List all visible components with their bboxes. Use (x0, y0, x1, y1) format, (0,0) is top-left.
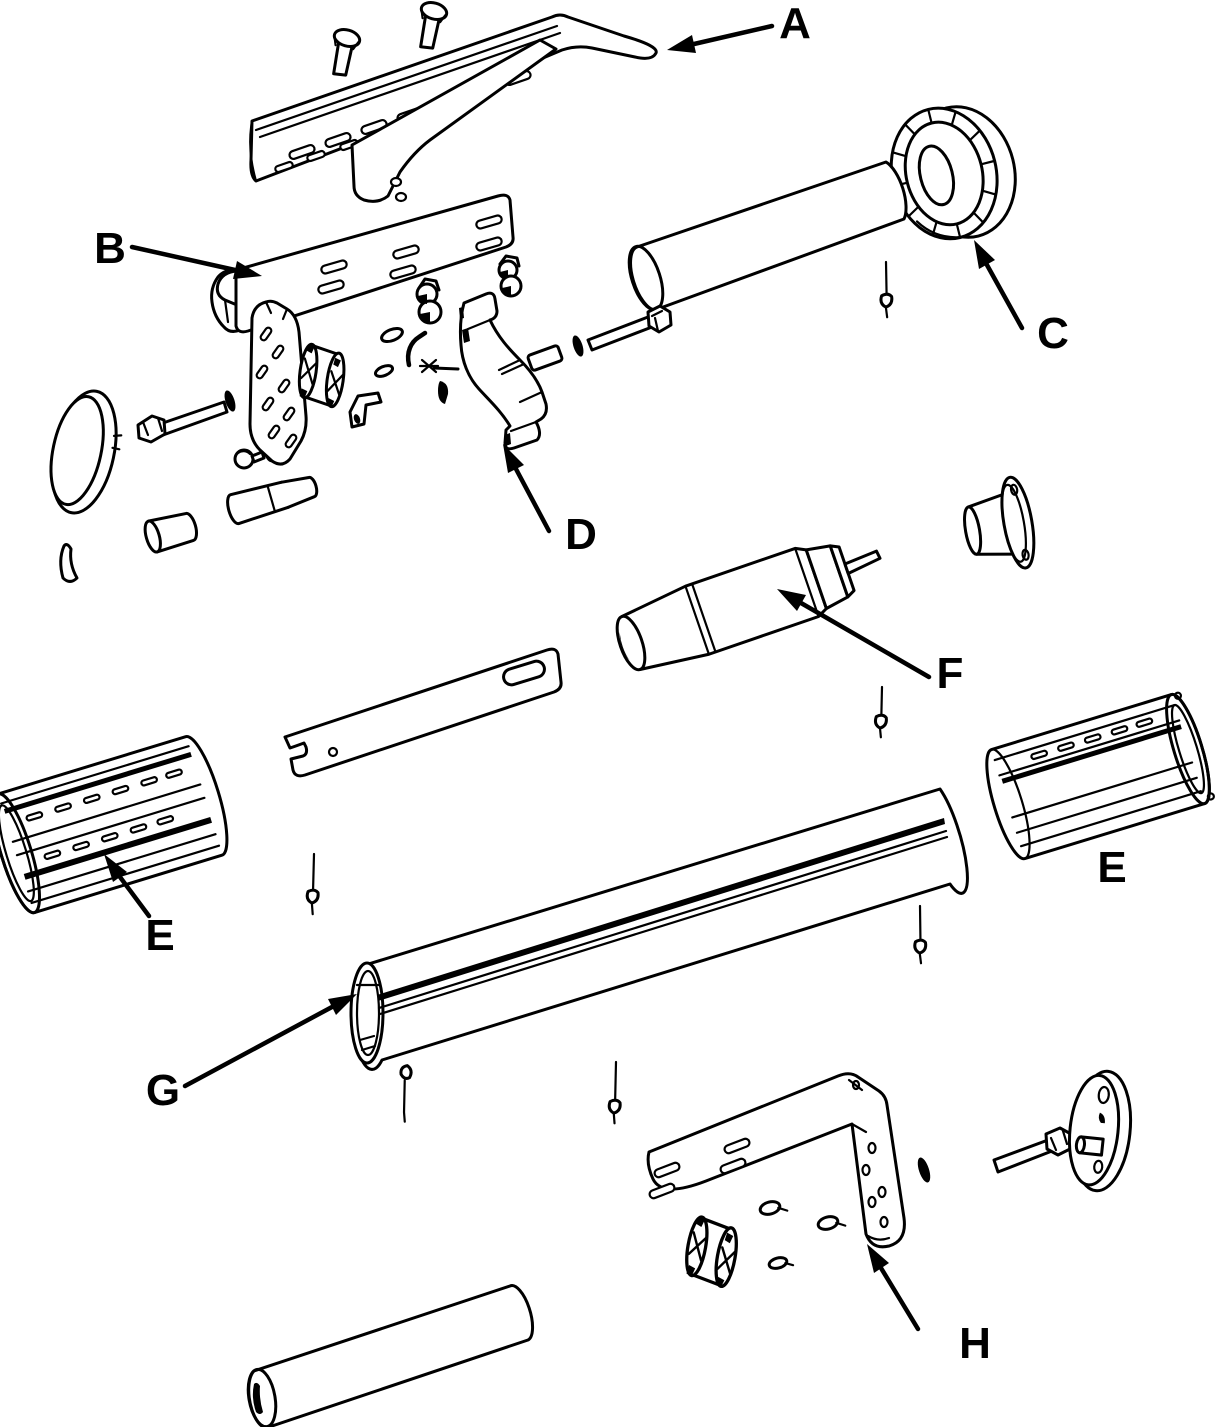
mounting-screw-1 (332, 28, 362, 77)
part-f-motor-assembly (615, 544, 882, 672)
part-c-ratchet-wheel (889, 105, 1017, 241)
part-a-top-cover (249, 13, 658, 203)
rivet-pin (913, 904, 928, 965)
callout-e-left-arrow (104, 854, 152, 919)
rivet-pin (399, 1064, 413, 1123)
callout-d-arrow (503, 444, 552, 534)
spacer-chip (526, 344, 564, 372)
oval-end-plate (1067, 1069, 1133, 1193)
rivet-pin (607, 1060, 622, 1125)
flanged-plug (963, 475, 1036, 570)
callout-h-arrow (867, 1244, 921, 1332)
spool-pulley (297, 342, 346, 409)
hex-bolt-small (572, 304, 673, 357)
callout-g-label: G (146, 1066, 180, 1115)
oval-chip-2 (373, 364, 395, 378)
spool-pulley-2 (685, 1215, 738, 1289)
bottom-tube (246, 1284, 535, 1427)
rubber-sliver (59, 543, 79, 583)
callout-c-arrow (974, 240, 1025, 331)
roll-pin (226, 475, 319, 526)
part-e-roller-left (0, 735, 229, 915)
part-g-lead-tube (349, 787, 969, 1071)
short-tube (627, 160, 908, 312)
callout-h-label: H (959, 1319, 991, 1368)
callout-f-label: F (937, 649, 964, 698)
callout-f-arrow (777, 589, 932, 680)
hex-bolt-right (992, 1126, 1074, 1174)
callout-b-label: B (94, 224, 126, 273)
part-d-cam-bracket (458, 291, 548, 451)
part-h-foot-bracket (646, 1072, 906, 1249)
part-e-roller-right (985, 691, 1215, 861)
callout-g-arrow (182, 994, 357, 1089)
rivet-pin (879, 260, 894, 319)
flat-bar (283, 647, 563, 778)
wing-fastener-1 (415, 277, 443, 325)
callout-a-label: A (779, 0, 811, 48)
callout-b-arrow (129, 244, 262, 279)
wing-fastener-2 (497, 254, 523, 298)
spacer-sleeve (143, 511, 199, 554)
callout-e-left-label: E (145, 911, 174, 960)
callout-a-arrow (667, 23, 775, 53)
end-cap-oval (49, 389, 123, 515)
oval-chip-1 (380, 326, 404, 344)
rivet-pin (873, 685, 888, 739)
clip-3 (767, 1256, 795, 1270)
cotter-pin (405, 330, 460, 404)
part-b-mounting-plate (210, 193, 515, 334)
angle-clip (348, 391, 383, 429)
clip-1 (758, 1200, 789, 1216)
callout-c-label: C (1037, 309, 1069, 358)
keeper-sliver (917, 1157, 931, 1183)
hex-bolt-long (136, 390, 236, 444)
callout-d-label: D (565, 510, 597, 559)
rivet-pin (305, 852, 320, 916)
mounting-screw-2 (419, 1, 449, 50)
clip-2 (816, 1215, 847, 1231)
side-plate (248, 299, 308, 466)
callout-e-right-label: E (1097, 843, 1126, 892)
